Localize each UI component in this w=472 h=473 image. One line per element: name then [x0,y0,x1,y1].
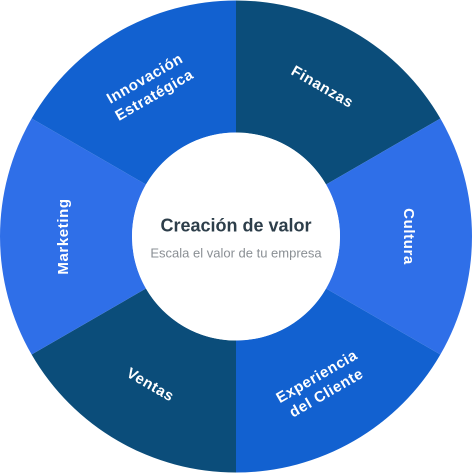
segment-ventas [31,288,236,473]
segment-finanzas [236,0,441,185]
label-marketing: Marketing [55,198,72,274]
center-circle [132,132,340,341]
label-cultura: Cultura [400,208,417,265]
segment-experiencia [236,288,441,473]
segment-label-marketing-line-1: Marketing [55,198,72,274]
segment-cultura [326,118,472,355]
center-subtitle: Escala el valor de tu empresa [150,246,322,261]
center-title: Creación de valor [160,216,311,236]
segment-innovacion [31,0,236,185]
segment-label-cultura-line-1: Cultura [400,208,417,265]
segment-marketing [0,118,146,355]
